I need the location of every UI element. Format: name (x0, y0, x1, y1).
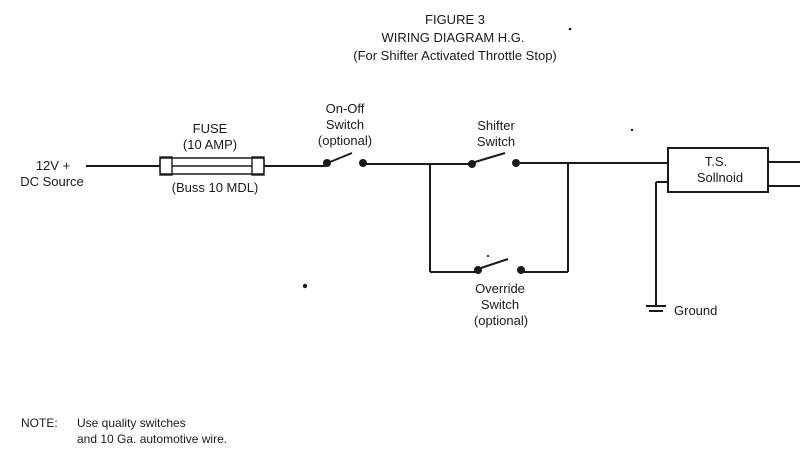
solenoid-label-line1: T.S. (705, 154, 727, 169)
override-contact-right (517, 266, 525, 274)
shifter-label-line1: Shifter (477, 118, 515, 133)
on-off-contact-right (359, 159, 367, 167)
override-switch-blade (480, 258, 509, 269)
shifter-switch-symbol (468, 152, 520, 168)
override-contact-left (474, 266, 482, 274)
speck (630, 128, 634, 132)
scan-specks (302, 27, 634, 289)
note-block: NOTE: Use quality switches and 10 Ga. au… (21, 416, 227, 446)
shifter-contact-left (468, 160, 476, 168)
shifter-label-line2: Switch (477, 134, 515, 149)
override-label-line2: Switch (481, 297, 519, 312)
on-off-switch-label: On-Off Switch (optional) (318, 101, 372, 148)
source-description: DC Source (20, 174, 84, 189)
fuse-rating: (10 AMP) (183, 137, 237, 152)
fuse-cap-right (251, 156, 265, 176)
override-label-line3: (optional) (474, 313, 528, 328)
speck (486, 254, 490, 258)
on-off-label-line2: Switch (326, 117, 364, 132)
on-off-label-line3: (optional) (318, 133, 372, 148)
fuse-type: (Buss 10 MDL) (172, 180, 259, 195)
speck (568, 27, 572, 31)
solenoid-label-line2: Sollnoid (697, 170, 743, 185)
override-switch-label: Override Switch (optional) (474, 281, 528, 328)
dc-source-label: 12V + DC Source (20, 158, 84, 189)
on-off-switch-blade (329, 152, 353, 163)
fuse-label: FUSE (10 AMP) (Buss 10 MDL) (172, 121, 259, 195)
override-switch-symbol (474, 258, 525, 274)
override-branch-wiring (429, 163, 569, 273)
title-block: FIGURE 3 WIRING DIAGRAM H.G. (For Shifte… (353, 12, 557, 63)
figure-number: FIGURE 3 (425, 12, 485, 27)
ground-label: Ground (674, 303, 717, 318)
on-off-contact-left (323, 159, 331, 167)
diagram-subtitle: (For Shifter Activated Throttle Stop) (353, 48, 557, 63)
solenoid-box (667, 147, 769, 193)
source-voltage: 12V + (36, 158, 70, 173)
speck (302, 283, 308, 289)
shifter-contact-right (512, 159, 520, 167)
note-line1: Use quality switches (77, 416, 186, 430)
shifter-switch-blade (474, 152, 506, 163)
ground-symbol (646, 181, 668, 312)
note-line2: and 10 Ga. automotive wire. (77, 432, 227, 446)
on-off-switch-symbol (323, 152, 367, 167)
fuse-symbol (159, 156, 265, 176)
diagram-title: WIRING DIAGRAM H.G. (382, 30, 525, 45)
fuse-title: FUSE (193, 121, 228, 136)
override-label-line1: Override (475, 281, 525, 296)
shifter-switch-label: Shifter Switch (477, 118, 516, 149)
fuse-cap-left (159, 156, 173, 176)
solenoid-symbol (667, 147, 800, 193)
solenoid-label: T.S. Sollnoid (697, 154, 743, 185)
note-prefix: NOTE: (21, 416, 58, 430)
on-off-label-line1: On-Off (326, 101, 365, 116)
